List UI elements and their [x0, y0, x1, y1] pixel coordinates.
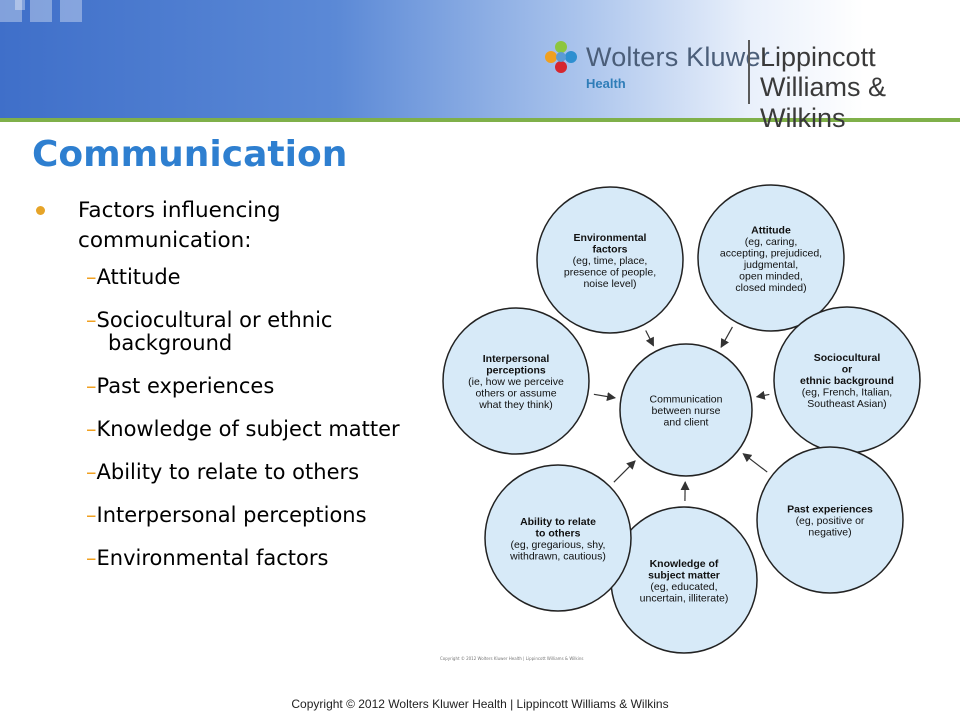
footer-copyright: Copyright © 2012 Wolters Kluwer Health |… [291, 697, 669, 711]
diagram-node-label: uncertain, illiterate) [640, 592, 729, 604]
subitem-text: Attitude [96, 265, 181, 289]
diagram-node-label: what they think) [478, 399, 553, 411]
diagram-node-label: ethnic background [800, 375, 894, 387]
diagram-node-label: judgmental, [743, 259, 798, 271]
diagram-node-label: Ability to relate [520, 516, 596, 528]
diagram-node-label: (eg, gregarious, shy, [511, 539, 606, 551]
diagram-arrow-environmental [645, 330, 654, 347]
wolters-kluwer-logo-icon [545, 41, 577, 73]
diagram-node-label: subject matter [648, 569, 720, 581]
diagram-node-ability [484, 464, 632, 612]
diagram-node-label: closed minded) [735, 282, 806, 294]
subitem-dash: – [86, 460, 97, 484]
bullet-subitem: –Knowledge of subject matter [32, 418, 442, 441]
diagram-node-label: (eg, caring, [745, 236, 798, 248]
diagram-node-label: (ie, how we perceive [468, 376, 564, 388]
diagram-node-label: (eg, French, Italian, [802, 387, 892, 399]
banner-decoration [30, 0, 52, 22]
diagram-node-label: (eg, time, place, [573, 255, 648, 267]
diagram-node-label: accepting, prejudiced, [720, 247, 822, 259]
diagram-node-label: noise level) [583, 278, 636, 290]
subitem-text: Ability to relate to others [96, 460, 360, 484]
banner-decoration [15, 0, 25, 10]
diagram-node-label: Past experiences [787, 504, 873, 516]
subitem-dash: – [86, 503, 97, 527]
diagram-node-label: Sociocultural [814, 352, 881, 364]
subitem-text: Past experiences [96, 374, 275, 398]
diagram-node-label: Attitude [751, 224, 791, 236]
subitem-text: Interpersonal perceptions [96, 503, 367, 527]
bullet-subitem: –Sociocultural or ethnic background [32, 309, 442, 355]
diagram-center-label: and client [664, 417, 709, 429]
diagram-node-attitude [697, 184, 845, 332]
diagram-node-label: Interpersonal [483, 353, 550, 365]
bullet-subitem: –Past experiences [32, 375, 442, 398]
slide-title: Communication [32, 134, 348, 175]
bullet-dot [36, 206, 45, 215]
header-banner [0, 0, 960, 118]
diagram-node-label: others or assume [475, 388, 556, 400]
diagram-arrow-ability [613, 460, 636, 483]
banner-decoration [60, 0, 82, 22]
diagram-node-interpersonal [442, 307, 590, 455]
header-rule [0, 118, 960, 122]
diagram-node-label: negative) [808, 527, 851, 539]
subitem-text: Knowledge of subject matter [96, 417, 400, 441]
logo-imprint-line2: Williams & Wilkins [760, 72, 886, 133]
bullet-list: Factors influencing communication: –Atti… [32, 196, 442, 590]
subitem-dash: – [86, 374, 97, 398]
bullet-subitem: –Ability to relate to others [32, 461, 442, 484]
subitem-dash: – [86, 417, 97, 441]
bullet-subitem: –Environmental factors [32, 547, 442, 570]
diagram-node-label: perceptions [486, 365, 546, 377]
diagram-node-past [756, 446, 904, 594]
publisher-logo: Wolters Kluwer Health Lippincott William… [540, 36, 960, 133]
diagram-arrow-attitude [720, 326, 733, 349]
bullet-main: Factors influencing communication: [32, 196, 442, 256]
diagram-node-label: to others [536, 527, 581, 539]
diagram-node-label: (eg, positive or [796, 515, 865, 527]
bullet-main-text: Factors influencing communication: [78, 198, 281, 253]
diagram-node-label: withdrawn, cautious) [509, 550, 606, 562]
subitem-text: Sociocultural or ethnic background [96, 308, 333, 355]
subitem-dash: – [86, 308, 97, 332]
diagram-arrow-sociocultural [755, 390, 770, 400]
logo-division: Health [586, 76, 626, 91]
diagram-node-label: presence of people, [564, 267, 656, 279]
diagram-node-label: factors [592, 244, 627, 256]
subitem-text: Environmental factors [96, 546, 329, 570]
logo-imprint-line1: Lippincott [760, 42, 876, 72]
diagram-node-label: Environmental [574, 232, 647, 244]
diagram-arrow-interpersonal [593, 392, 617, 401]
diagram-node-label: or [842, 364, 853, 376]
logo-divider [748, 40, 750, 104]
diagram-center-label: between nurse [652, 405, 721, 417]
banner-decoration [0, 0, 22, 22]
logo-company: Wolters Kluwer [586, 42, 770, 72]
diagram-node-label: Knowledge of [650, 558, 719, 570]
subitem-dash: – [86, 265, 97, 289]
diagram-node-label: open minded, [739, 270, 803, 282]
diagram-node-label: (eg, educated, [650, 581, 717, 593]
bullet-subitem: –Attitude [32, 266, 442, 289]
diagram-node-label: Southeast Asian) [807, 398, 886, 410]
diagram-center-label: Communication [650, 394, 723, 406]
diagram-node-environmental [536, 186, 684, 334]
diagram-copyright: Copyright © 2012 Wolters Kluwer Health |… [440, 656, 584, 661]
bullet-subitem: –Interpersonal perceptions [32, 504, 442, 527]
subitem-dash: – [86, 546, 97, 570]
bullet-subitems: –Attitude–Sociocultural or ethnic backgr… [32, 266, 442, 570]
diagram-arrow-past [742, 453, 768, 473]
diagram-center-node [619, 343, 753, 477]
